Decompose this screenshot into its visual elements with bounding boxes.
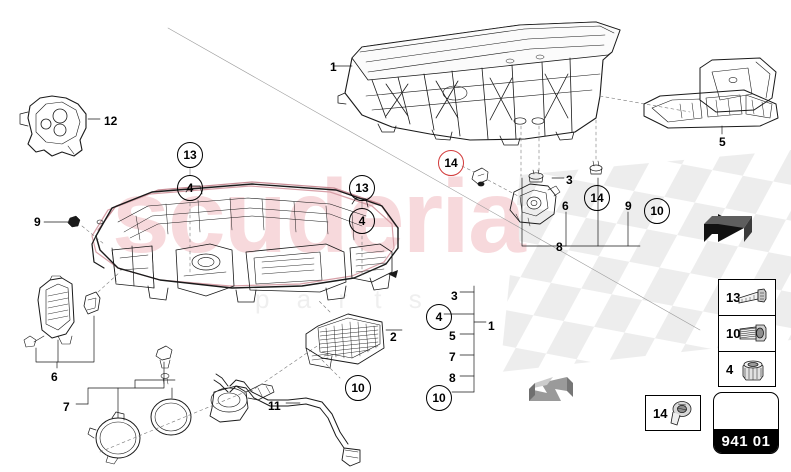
label-6-mid: 6 [562,199,569,213]
label-9-left: 9 [34,215,41,229]
rivet-legend-box: 14 [645,395,701,431]
bubble-13-a: 13 [177,142,203,168]
bubble-4-a: 4 [177,175,203,201]
label-6-left: 6 [51,370,58,384]
label-7-left: 7 [63,400,70,414]
part-number-badge: 941 01 [713,392,779,454]
bubble-14-a: 14 [438,150,464,176]
label-3-mid: 3 [566,173,573,187]
bubble-13-b: 13 [349,175,375,201]
rivet-icon [670,401,692,426]
legend-item-number: 13 [726,290,741,305]
label-1-top: 1 [330,60,337,74]
label-8-mid: 8 [556,240,563,254]
label-12: 12 [104,114,118,128]
label-5-col: 5 [449,329,456,343]
legend-item-number: 10 [726,326,741,341]
arrow-marker-black-icon [704,214,752,242]
label-8-col: 8 [449,371,456,385]
label-5: 5 [719,135,726,149]
part-number-text: 941 01 [714,429,778,453]
legend-item-10: 10 [719,316,775,352]
label-1-col: 1 [488,319,495,333]
legend-item-4: 4 [719,352,775,388]
label-3-col: 3 [451,289,458,303]
bubble-10-b: 10 [426,385,452,411]
label-11: 11 [268,399,281,413]
label-2: 2 [390,330,397,344]
hex-socket-bolt-icon [733,283,771,318]
pan-head-screw-icon [733,319,771,354]
bubble-4-c: 4 [426,304,452,330]
arrow-marker-gray-icon [529,377,573,401]
legend-item-13: 13 [719,280,775,316]
bubble-4-b: 4 [349,208,375,234]
label-7-col: 7 [449,350,456,364]
bubble-10-c: 10 [345,375,371,401]
rivet-legend-number: 14 [653,406,668,421]
hardware-legend: 13 10 4 [718,279,776,387]
hex-nut-icon [733,355,771,390]
label-9-mid: 9 [625,199,632,213]
bubble-10-a: 10 [644,198,670,224]
bubble-14-b: 14 [584,185,610,211]
legend-item-number: 4 [726,362,734,377]
